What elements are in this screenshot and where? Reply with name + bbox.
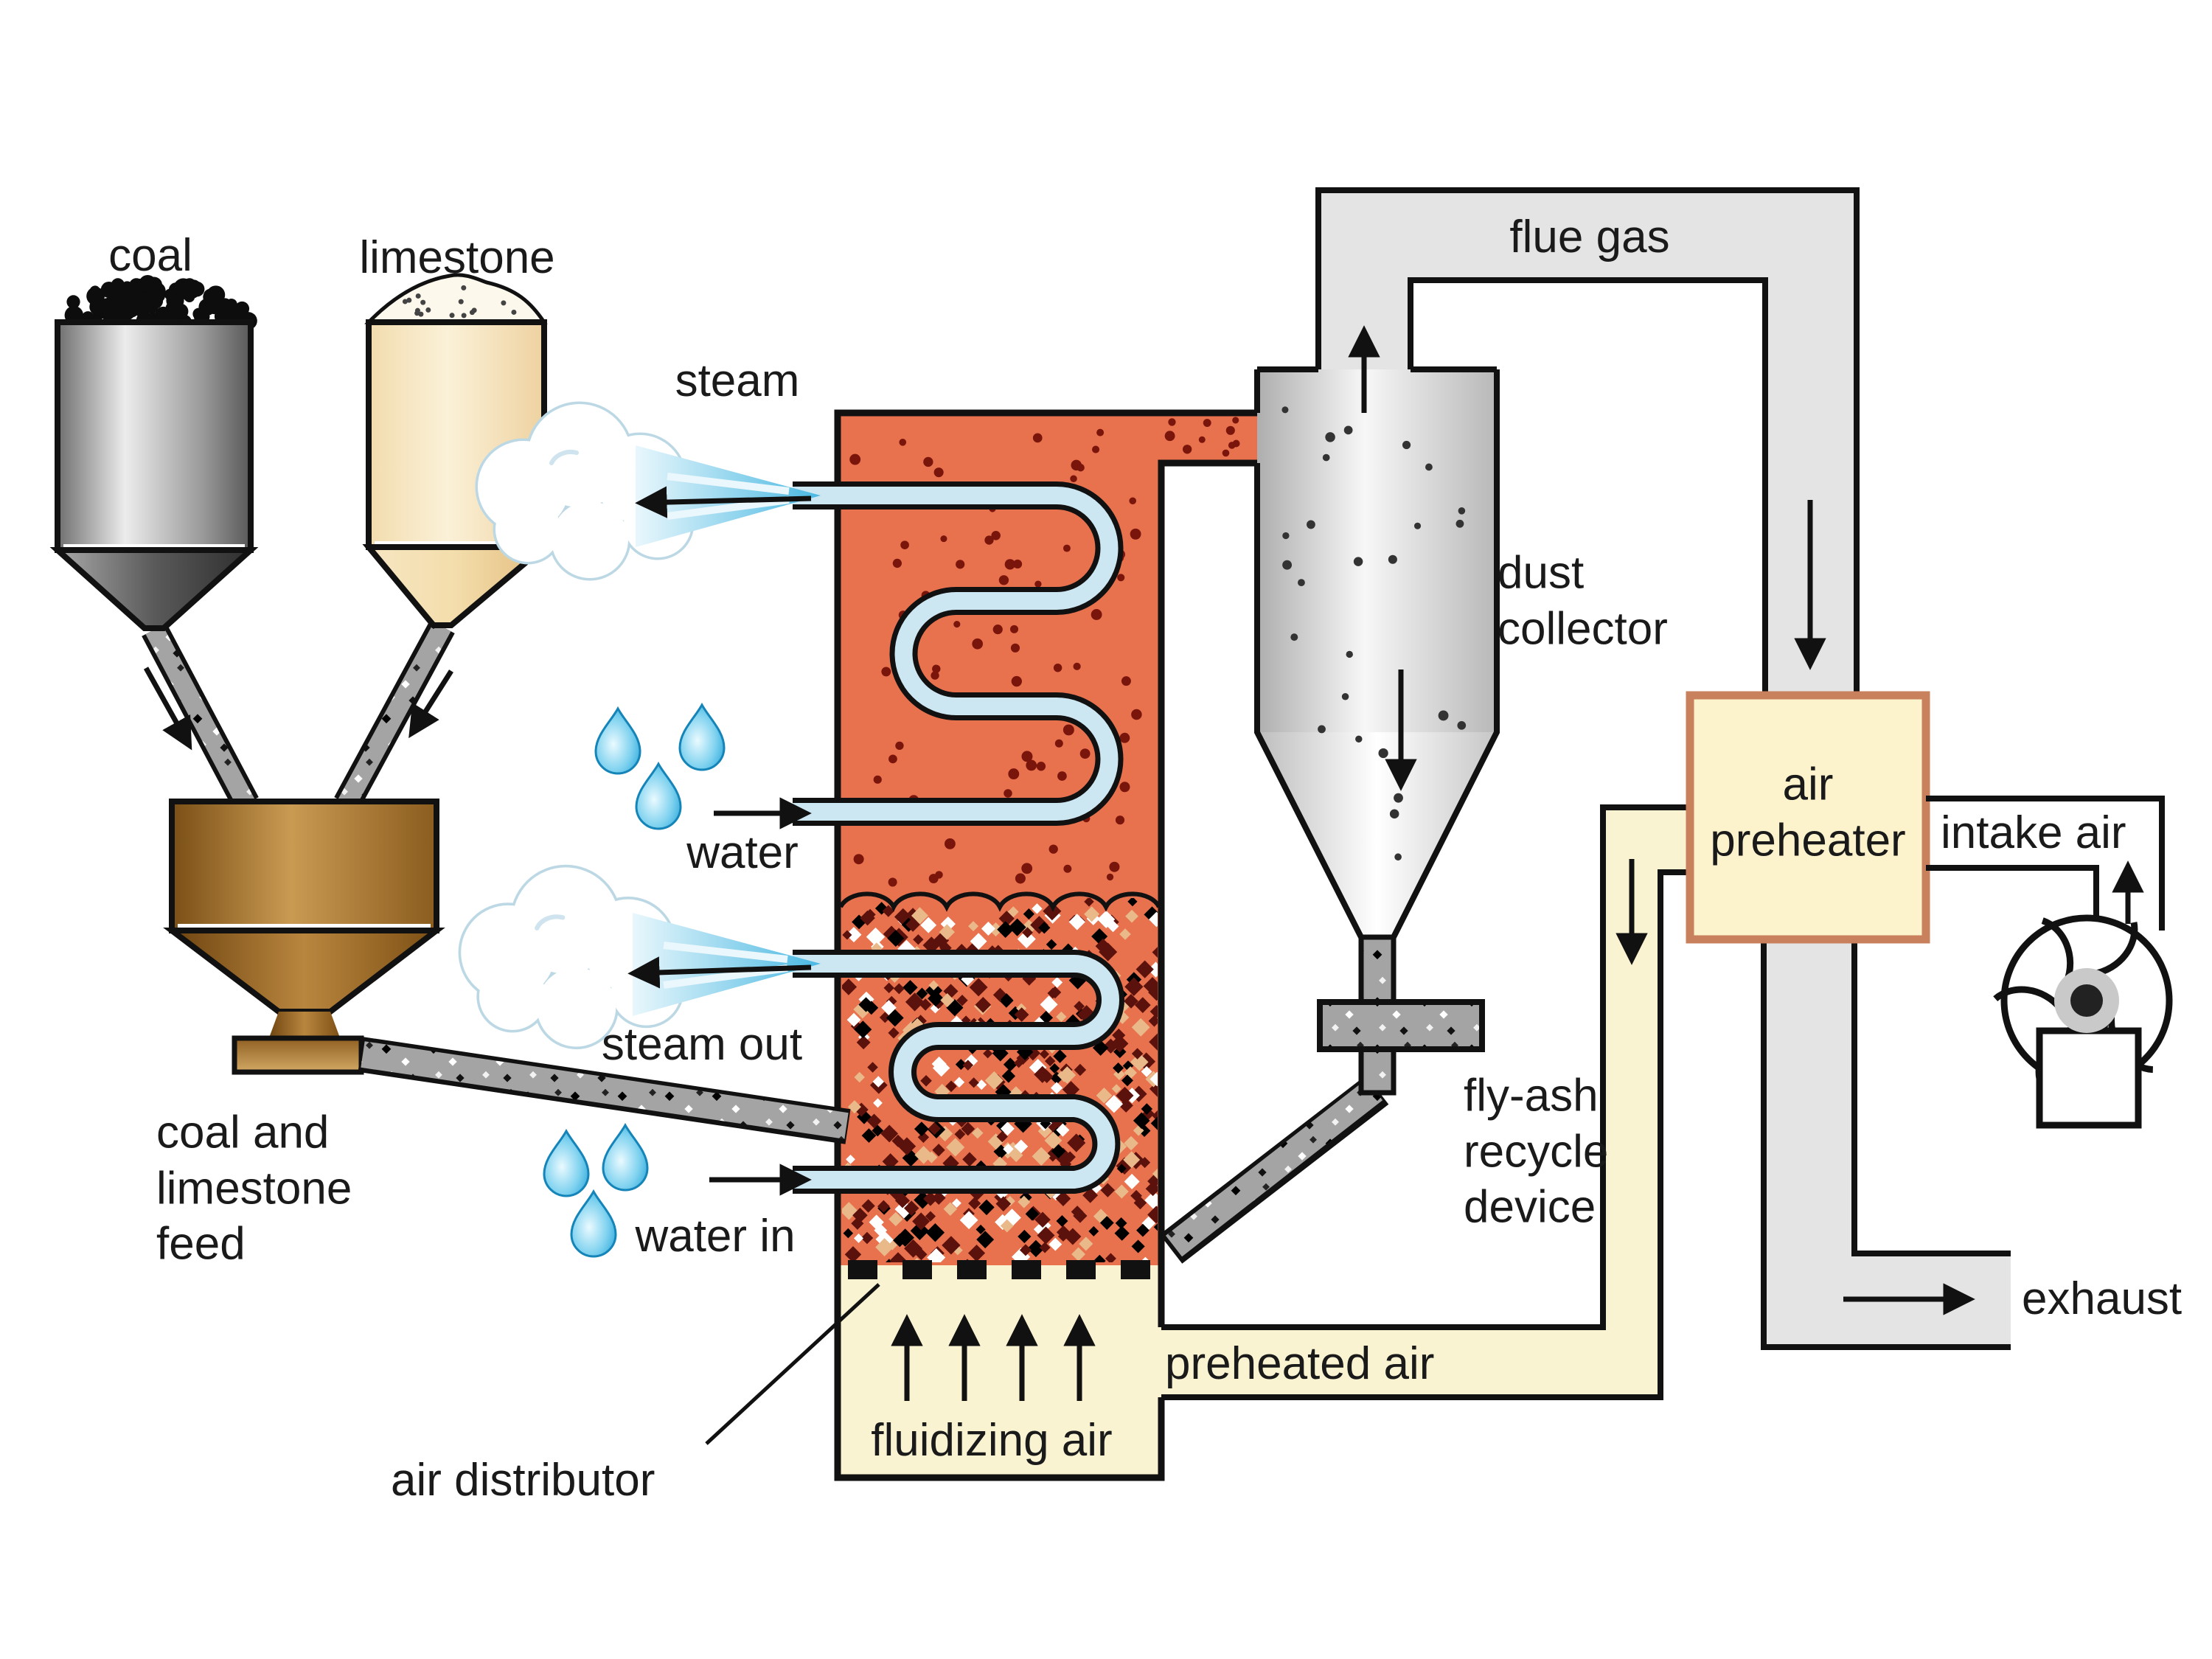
label-water: water (686, 827, 799, 879)
limestone-pile (364, 273, 548, 324)
fluidizing-air-plenum (834, 1265, 1165, 1481)
dust-collector (1254, 366, 1500, 939)
label-steam-out: steam out (601, 1019, 803, 1071)
steam-spray-cone (636, 445, 821, 547)
air-preheater-box (1686, 691, 1930, 944)
upper-steam-coil (793, 481, 1124, 826)
label-air-distributor: air distributor (391, 1455, 655, 1506)
hopper-pedestal (232, 1035, 364, 1075)
bed-surface-wave (838, 891, 1161, 912)
flow-arrows (143, 325, 2144, 1401)
label-water-in: water in (635, 1211, 796, 1262)
coal-hopper (49, 274, 259, 631)
coal-limestone-feed-tube (358, 1037, 851, 1144)
water-droplets-upper (594, 703, 726, 830)
steam-out-spray-cone (633, 913, 821, 1016)
label-fluidizing-air: fluidizing air (871, 1415, 1113, 1467)
coal-feed-tube (142, 623, 259, 810)
blower-fan (1993, 914, 2173, 1129)
label-steam: steam (675, 355, 800, 407)
bed-steam-coil (793, 950, 1124, 1194)
fly-ash-recycle-device (1159, 934, 1485, 1264)
coal-flow-arrow (143, 667, 192, 751)
air-distributor-pointer (705, 1283, 880, 1445)
steam-arrow (635, 486, 812, 518)
limestone-hopper (362, 273, 552, 628)
mixing-hopper (163, 799, 445, 1075)
limestone-feed-tube (334, 619, 455, 811)
label-flue-gas: flue gas (1509, 212, 1670, 263)
exhaust-duct (1761, 939, 2011, 1350)
limestone-flow-arrow (408, 669, 453, 739)
label-limestone: limestone (359, 232, 555, 284)
preheated-air-duct (1161, 804, 1690, 1400)
label-feed: coal and limestone feed (156, 1107, 352, 1270)
water-droplets-lower (543, 1124, 649, 1258)
combustor-vessel (834, 409, 1257, 1279)
steam-out-arrow (627, 956, 812, 989)
label-dust-collector: dust collector (1498, 547, 1668, 654)
label-air-preheater: air preheater (1710, 759, 1906, 866)
label-exhaust: exhaust (2022, 1273, 2183, 1325)
intake-air-duct (1926, 796, 2165, 931)
label-intake-air: intake air (1941, 807, 2126, 859)
label-preheated-air: preheated air (1165, 1338, 1435, 1390)
label-fly-ash: fly-ash recycle device (1464, 1070, 1609, 1233)
label-coal: coal (108, 230, 192, 282)
